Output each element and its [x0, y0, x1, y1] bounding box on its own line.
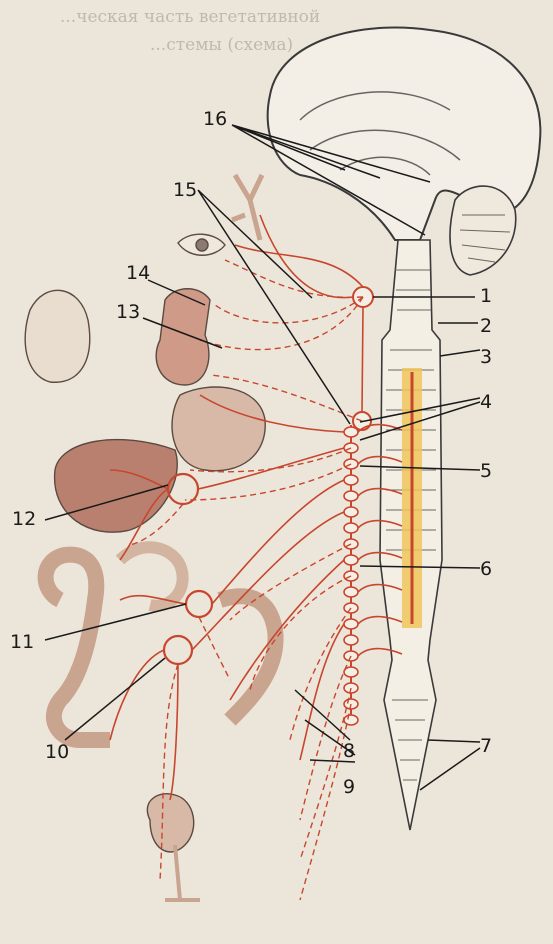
- header-line-2: ...стемы (схема): [150, 35, 293, 55]
- label-1: 1: [480, 285, 492, 307]
- header-line-1: ...ческая часть вегетативной: [60, 7, 320, 27]
- label-2: 2: [480, 315, 492, 337]
- organs: [25, 175, 275, 900]
- label-5: 5: [480, 460, 492, 482]
- label-6: 6: [480, 558, 492, 580]
- brain: [268, 28, 541, 275]
- label-11: 11: [10, 631, 34, 653]
- label-15: 15: [173, 179, 197, 201]
- label-13: 13: [116, 301, 140, 323]
- genital-organ: [165, 845, 200, 900]
- label-16: 16: [203, 108, 227, 130]
- liver: [55, 440, 178, 533]
- label-10: 10: [45, 741, 69, 763]
- colon-right: [220, 596, 276, 720]
- label-8: 8: [343, 740, 355, 762]
- label-12: 12: [12, 508, 36, 530]
- label-7: 7: [480, 735, 492, 757]
- bladder: [147, 794, 193, 852]
- sympathetic-trunk: [344, 425, 358, 725]
- label-3: 3: [480, 346, 492, 368]
- lung: [25, 290, 90, 382]
- label-14: 14: [126, 262, 150, 284]
- stomach: [172, 387, 265, 471]
- label-4: 4: [480, 391, 492, 413]
- background-text: ...ческая часть вегетативной ...стемы (с…: [60, 7, 320, 55]
- label-9: 9: [343, 776, 355, 798]
- vessel-branch: [232, 175, 262, 240]
- spinal-cord: [380, 240, 442, 830]
- colon-left: [46, 555, 110, 740]
